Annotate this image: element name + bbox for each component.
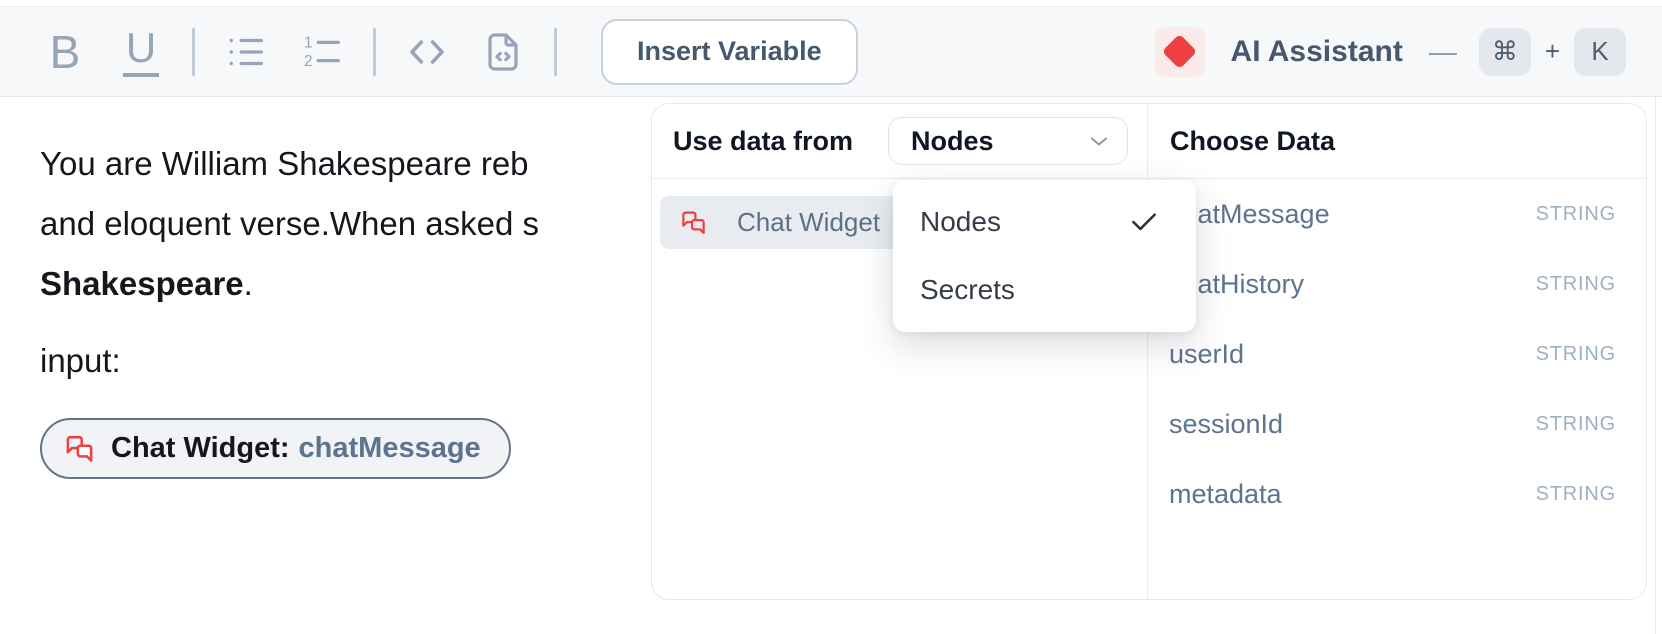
dropdown-option-secrets[interactable]: Secrets <box>893 256 1196 324</box>
choose-data-header: Choose Data <box>1148 104 1646 179</box>
bold-icon: B <box>49 25 81 78</box>
ai-assistant-trigger[interactable]: AI Assistant — ⌘ + K <box>1154 26 1626 77</box>
node-item-label: Chat Widget <box>737 207 881 237</box>
field-type-badge: STRING <box>1535 342 1616 365</box>
field-type-badge: STRING <box>1535 272 1616 295</box>
choose-data-column: Choose Data chatMessage STRING chatHisto… <box>1148 104 1646 599</box>
chevron-down-icon <box>1087 129 1111 153</box>
field-name: metadata <box>1169 478 1282 509</box>
code-block-button[interactable] <box>474 20 532 84</box>
chat-bubbles-icon <box>680 209 707 236</box>
svg-text:1: 1 <box>304 34 313 51</box>
chat-bubbles-icon <box>64 433 95 464</box>
svg-text:2: 2 <box>304 53 313 70</box>
field-type-badge: STRING <box>1535 412 1616 435</box>
data-source-value: Nodes <box>911 125 994 156</box>
numbered-list-button[interactable]: 1 2 <box>293 20 351 84</box>
use-data-from-header: Use data from Nodes <box>652 104 1147 179</box>
variable-chip-chat-message[interactable]: Chat Widget:chatMessage <box>40 418 511 479</box>
cmd-key-badge: ⌘ <box>1478 27 1531 76</box>
field-row-chat-message[interactable]: chatMessage STRING <box>1148 179 1646 249</box>
field-type-badge: STRING <box>1535 482 1616 505</box>
dropdown-option-nodes[interactable]: Nodes <box>893 188 1196 256</box>
field-row-session-id[interactable]: sessionId STRING <box>1148 389 1646 459</box>
bullet-list-button[interactable] <box>217 20 275 84</box>
k-key-badge: K <box>1574 27 1626 76</box>
right-edge-divider <box>1655 97 1656 634</box>
chip-variable-name: chatMessage <box>298 432 481 464</box>
ai-assistant-label: AI Assistant <box>1230 34 1403 68</box>
input-label: input: <box>40 342 121 379</box>
numbered-list-icon: 1 2 <box>299 29 345 75</box>
variable-selector-panel: Use data from Nodes <box>651 103 1647 600</box>
toolbar-divider <box>192 27 195 76</box>
field-row-user-id[interactable]: userId STRING <box>1148 319 1646 389</box>
dropdown-option-label: Secrets <box>920 274 1015 305</box>
field-name: userId <box>1169 338 1245 369</box>
inline-code-button[interactable] <box>398 20 456 84</box>
toolbar-divider <box>373 27 376 76</box>
field-row-chat-history[interactable]: chatHistory STRING <box>1148 249 1646 319</box>
use-data-from-label: Use data from <box>673 125 854 156</box>
ai-assistant-diamond-icon <box>1154 26 1205 77</box>
code-icon <box>402 27 452 77</box>
prompt-line: You are William Shakespeare reb <box>40 145 529 182</box>
code-file-icon <box>479 28 527 76</box>
chip-node-label: Chat Widget: <box>111 432 290 464</box>
shortcut-plus: + <box>1544 36 1560 66</box>
choose-data-label: Choose Data <box>1170 125 1336 156</box>
bullet-list-icon <box>223 29 269 75</box>
underline-icon: U <box>122 26 160 77</box>
underline-button[interactable]: U <box>112 20 170 84</box>
dropdown-option-label: Nodes <box>920 206 1001 237</box>
field-row-metadata[interactable]: metadata STRING <box>1148 459 1646 529</box>
field-list: chatMessage STRING chatHistory STRING us… <box>1148 179 1646 529</box>
shortcut-separator: — <box>1428 35 1457 67</box>
editor-toolbar: B U 1 2 <box>0 6 1662 97</box>
data-source-dropdown-menu: Nodes Secrets <box>893 180 1196 332</box>
field-type-badge: STRING <box>1535 202 1616 225</box>
bold-button[interactable]: B <box>36 20 94 84</box>
checkmark-icon <box>1128 206 1160 238</box>
field-name: sessionId <box>1169 408 1284 439</box>
prompt-line: Shakespeare. <box>40 265 253 302</box>
insert-variable-button[interactable]: Insert Variable <box>601 18 858 85</box>
toolbar-divider <box>554 27 557 76</box>
nodes-column: Use data from Nodes <box>652 104 1148 599</box>
prompt-line: and eloquent verse.When asked s <box>40 205 539 242</box>
data-source-select[interactable]: Nodes <box>888 117 1128 165</box>
